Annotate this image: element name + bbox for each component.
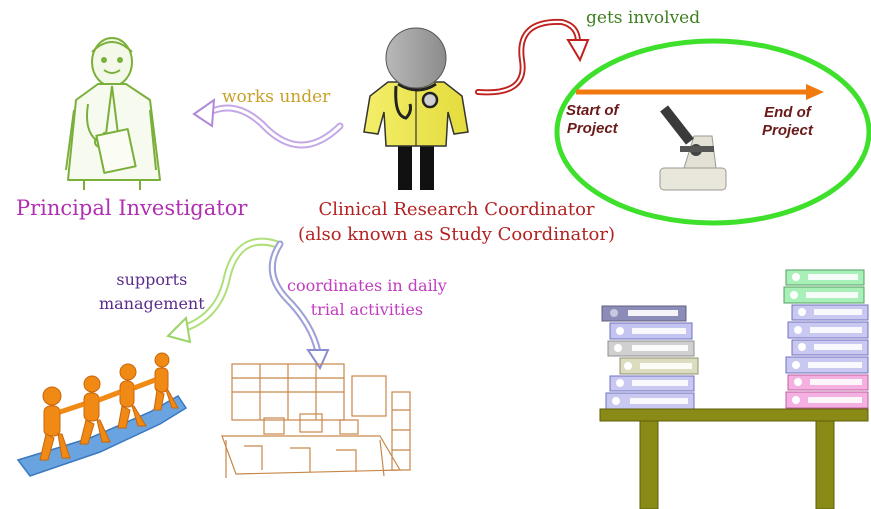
timeline-arrowhead	[806, 84, 824, 100]
binder-stack-right	[783, 269, 869, 409]
coordinates-line1: coordinates in daily	[287, 276, 447, 295]
crc-label-line2: (also known as Study Coordinator)	[298, 224, 615, 245]
gets-involved-label: gets involved	[586, 8, 701, 28]
table-icon	[599, 408, 869, 509]
end-line2: Project	[762, 122, 813, 139]
start-line2: Project	[566, 120, 618, 137]
supports-line2: management	[99, 294, 205, 313]
coordinates-arrow	[268, 240, 330, 371]
principal-investigator-label: Principal Investigator	[16, 196, 248, 220]
end-line1: End of	[764, 104, 811, 121]
doctor-figure-icon	[65, 37, 161, 190]
team-puzzle-icon	[16, 352, 188, 477]
crc-label: Clinical Research Coordinator (also know…	[298, 197, 615, 247]
end-of-project-label: End of Project	[762, 104, 813, 140]
start-of-project-label: Start of Project	[566, 102, 619, 138]
office-sketch-icon	[221, 363, 411, 478]
works-under-label: works under	[222, 87, 331, 107]
works-under-arrow	[192, 97, 344, 149]
coordinates-line2: trial activities	[310, 300, 424, 319]
crc-label-line1: Clinical Research Coordinator	[318, 199, 595, 220]
supports-arrow	[166, 237, 280, 344]
project-timeline-ellipse	[554, 38, 871, 226]
coordinator-figure-icon	[363, 27, 469, 190]
microscope-icon	[659, 105, 727, 191]
supports-management-label: supports management	[99, 268, 205, 316]
gets-involved-arrow	[475, 18, 590, 96]
coordinates-label: coordinates in daily trial activities	[287, 274, 447, 322]
start-line1: Start of	[566, 102, 619, 119]
supports-line1: supports	[116, 270, 188, 289]
binder-stack-left	[601, 305, 699, 410]
